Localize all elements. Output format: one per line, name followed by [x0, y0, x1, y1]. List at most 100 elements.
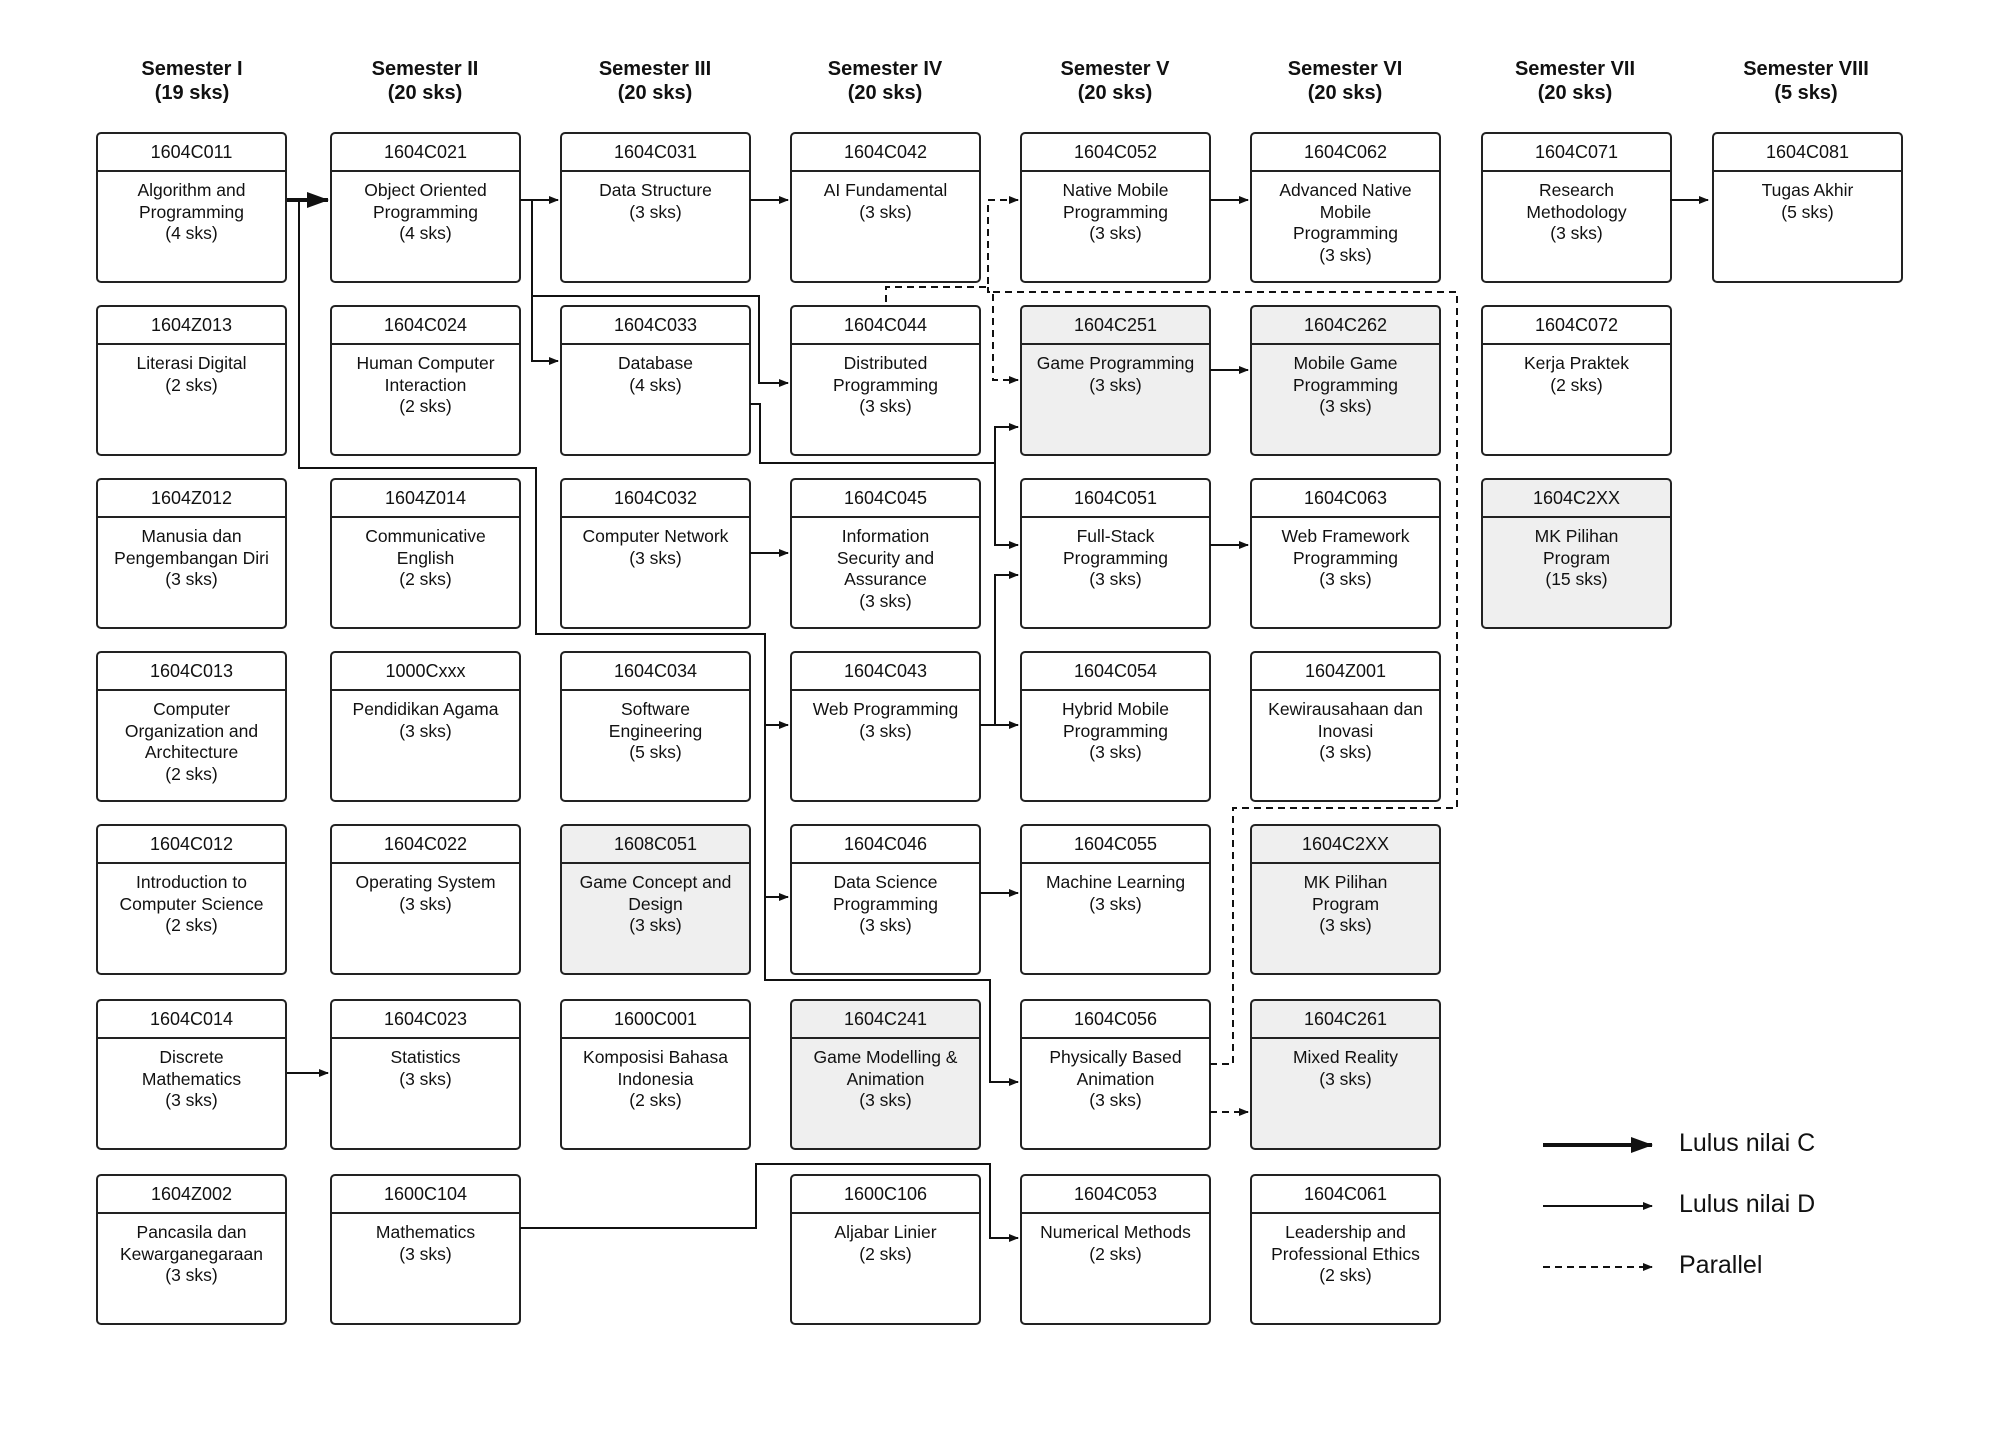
course-code: 1604C251	[1022, 307, 1209, 345]
course-title-line: Game Modelling &	[813, 1047, 958, 1067]
semester-header-2: Semester II (20 sks)	[295, 57, 555, 105]
course-credits: (3 sks)	[1319, 396, 1372, 416]
course-credits: (2 sks)	[1319, 1265, 1372, 1285]
course-title-line: Tugas Akhir	[1761, 180, 1854, 200]
course-code: 1604C2XX	[1483, 480, 1670, 518]
course-title-line: Software	[620, 699, 691, 719]
course-title-line: Design	[628, 893, 683, 914]
course-credits: (3 sks)	[859, 201, 912, 222]
course-title-line: Statistics	[390, 1047, 461, 1067]
course-code: 1604C034	[562, 653, 749, 691]
course-title-line: Machine Learning	[1045, 872, 1186, 892]
course-title-line: Programming	[1292, 374, 1399, 395]
course-title-line: Web Programming	[812, 699, 959, 719]
course-title-line: Programming	[1062, 201, 1169, 222]
course-code: 1604Z014	[332, 480, 519, 518]
course-title-line: Algorithm and	[137, 180, 246, 200]
legend-label-thin: Lulus nilai D	[1679, 1190, 1816, 1218]
course-title-line: Programming	[1062, 720, 1169, 741]
course-title-line: Kerja Praktek	[1523, 353, 1630, 373]
course-title-line: Object Oriented	[364, 180, 487, 200]
course-title-line: AI Fundamental	[823, 180, 948, 200]
course-title-line: Programming	[1062, 547, 1169, 568]
semester-name: Semester V	[1060, 58, 1170, 80]
course-title-line: Program	[1542, 547, 1611, 568]
course-title-line: Communicative	[365, 526, 486, 546]
course-title-line: Hybrid Mobile	[1062, 699, 1169, 719]
course-title: Database(4 sks)	[562, 345, 749, 396]
course-code: 1604C011	[98, 134, 285, 172]
course-code: 1604C023	[332, 1001, 519, 1039]
course-title: Kerja Praktek(2 sks)	[1483, 345, 1670, 396]
arrow-c044-c046	[764, 634, 789, 901]
course-title-line: Mobile Game	[1293, 353, 1398, 373]
course-title: AI Fundamental(3 sks)	[792, 172, 979, 223]
course-title-line: Programming	[832, 374, 939, 395]
semester-name: Semester III	[598, 58, 712, 80]
course-credits: (4 sks)	[399, 223, 452, 243]
course-code: 1604C2XX	[1252, 826, 1439, 864]
course-code: 1604C032	[562, 480, 749, 518]
course-credits: (2 sks)	[399, 569, 452, 589]
course-credits: (2 sks)	[165, 915, 218, 935]
semester-name: Semester VIII	[1743, 58, 1869, 80]
course-code: 1604C042	[792, 134, 979, 172]
course-title-line: Computer	[153, 699, 230, 719]
course-credits: (3 sks)	[1319, 915, 1372, 935]
semester-name: Semester II	[371, 58, 479, 80]
course-credits: (3 sks)	[399, 1068, 452, 1089]
course-title: Literasi Digital(2 sks)	[98, 345, 285, 396]
semester-name: Semester IV	[827, 58, 943, 80]
course-title: Computer Network(3 sks)	[562, 518, 749, 569]
course-credits: (2 sks)	[1089, 1243, 1142, 1264]
course-title-line: Game Programming	[1036, 353, 1195, 373]
course-code: 1604C012	[98, 826, 285, 864]
course-title-line: Professional Ethics	[1271, 1243, 1420, 1264]
course-title-line: Inovasi	[1317, 720, 1374, 741]
semester-credits: (5 sks)	[1774, 82, 1838, 104]
legend-label-thick: Lulus nilai C	[1679, 1129, 1816, 1157]
course-title-line: Distributed	[843, 353, 928, 373]
course-title-line: Kewarganegaraan	[119, 1243, 264, 1264]
arrow-c021-c044	[531, 200, 789, 387]
course-title: Pendidikan Agama(3 sks)	[332, 691, 519, 742]
course-code: 1604C262	[1252, 307, 1439, 345]
course-title-line: Computer Network	[582, 526, 729, 546]
course-title-line: Security and	[836, 547, 935, 568]
semester-header-5: Semester V (20 sks)	[985, 57, 1245, 105]
course-title-line: Kewirausahaan dan	[1268, 699, 1423, 719]
course-credits: (3 sks)	[399, 720, 452, 741]
course-code: 1604Z002	[98, 1176, 285, 1214]
course-credits: (2 sks)	[165, 763, 218, 784]
course-credits: (3 sks)	[1089, 569, 1142, 589]
semester-credits: (20 sks)	[1307, 82, 1383, 104]
